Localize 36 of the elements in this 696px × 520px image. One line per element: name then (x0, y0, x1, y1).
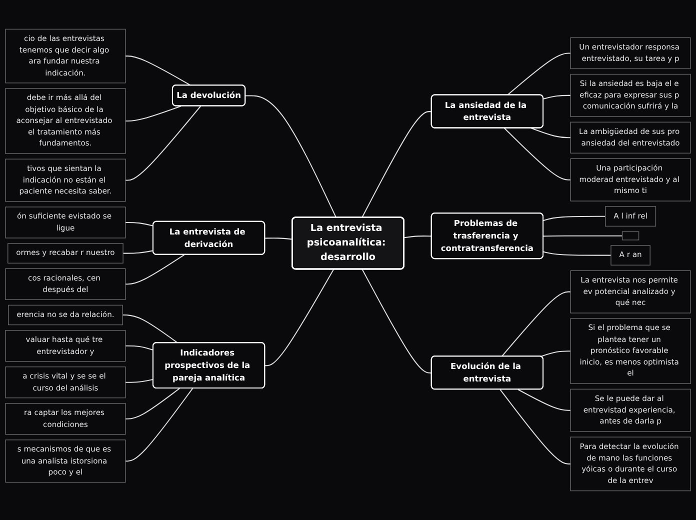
connector-line (125, 56, 192, 86)
connector-line (245, 95, 337, 218)
connector-line (264, 238, 293, 240)
connector-line (543, 235, 622, 237)
connector-line (125, 222, 154, 226)
empty-box (622, 231, 640, 240)
connector-line (518, 389, 571, 411)
branch-box: Evolución de la entrevista (430, 356, 544, 390)
connector-line (531, 128, 571, 138)
connector-line (404, 236, 432, 238)
topic-box: La entrevista psicoanalítica: desarrollo (292, 216, 404, 270)
connector-line (125, 106, 182, 122)
connector-line (125, 378, 154, 383)
connector-line (125, 388, 180, 420)
branch-box: Problemas de trasferencia y contratransferencia (430, 212, 544, 260)
connector-line (125, 106, 202, 181)
connector-line (362, 269, 432, 374)
connector-line (543, 216, 606, 222)
connector-line (123, 250, 154, 254)
branch-box: La entrevista de derivación (152, 220, 266, 255)
connector-line (122, 314, 178, 344)
connector-line (500, 389, 571, 464)
branch-box: Indicadores prospectivos de la pareja analítica (152, 342, 266, 389)
connector-line (501, 291, 571, 357)
connector-line (507, 52, 571, 96)
connector-line (540, 350, 571, 358)
connector-line (504, 128, 571, 180)
branch-box: La ansiedad de la entrevista (430, 94, 544, 128)
connector-line (125, 254, 185, 285)
connector-line (543, 251, 611, 256)
branch-box: La devolución (172, 84, 246, 106)
connector-line (125, 388, 194, 462)
connector-line (125, 345, 154, 351)
connector-line (264, 269, 334, 366)
connector-line (362, 111, 432, 218)
connector-line (543, 94, 571, 100)
